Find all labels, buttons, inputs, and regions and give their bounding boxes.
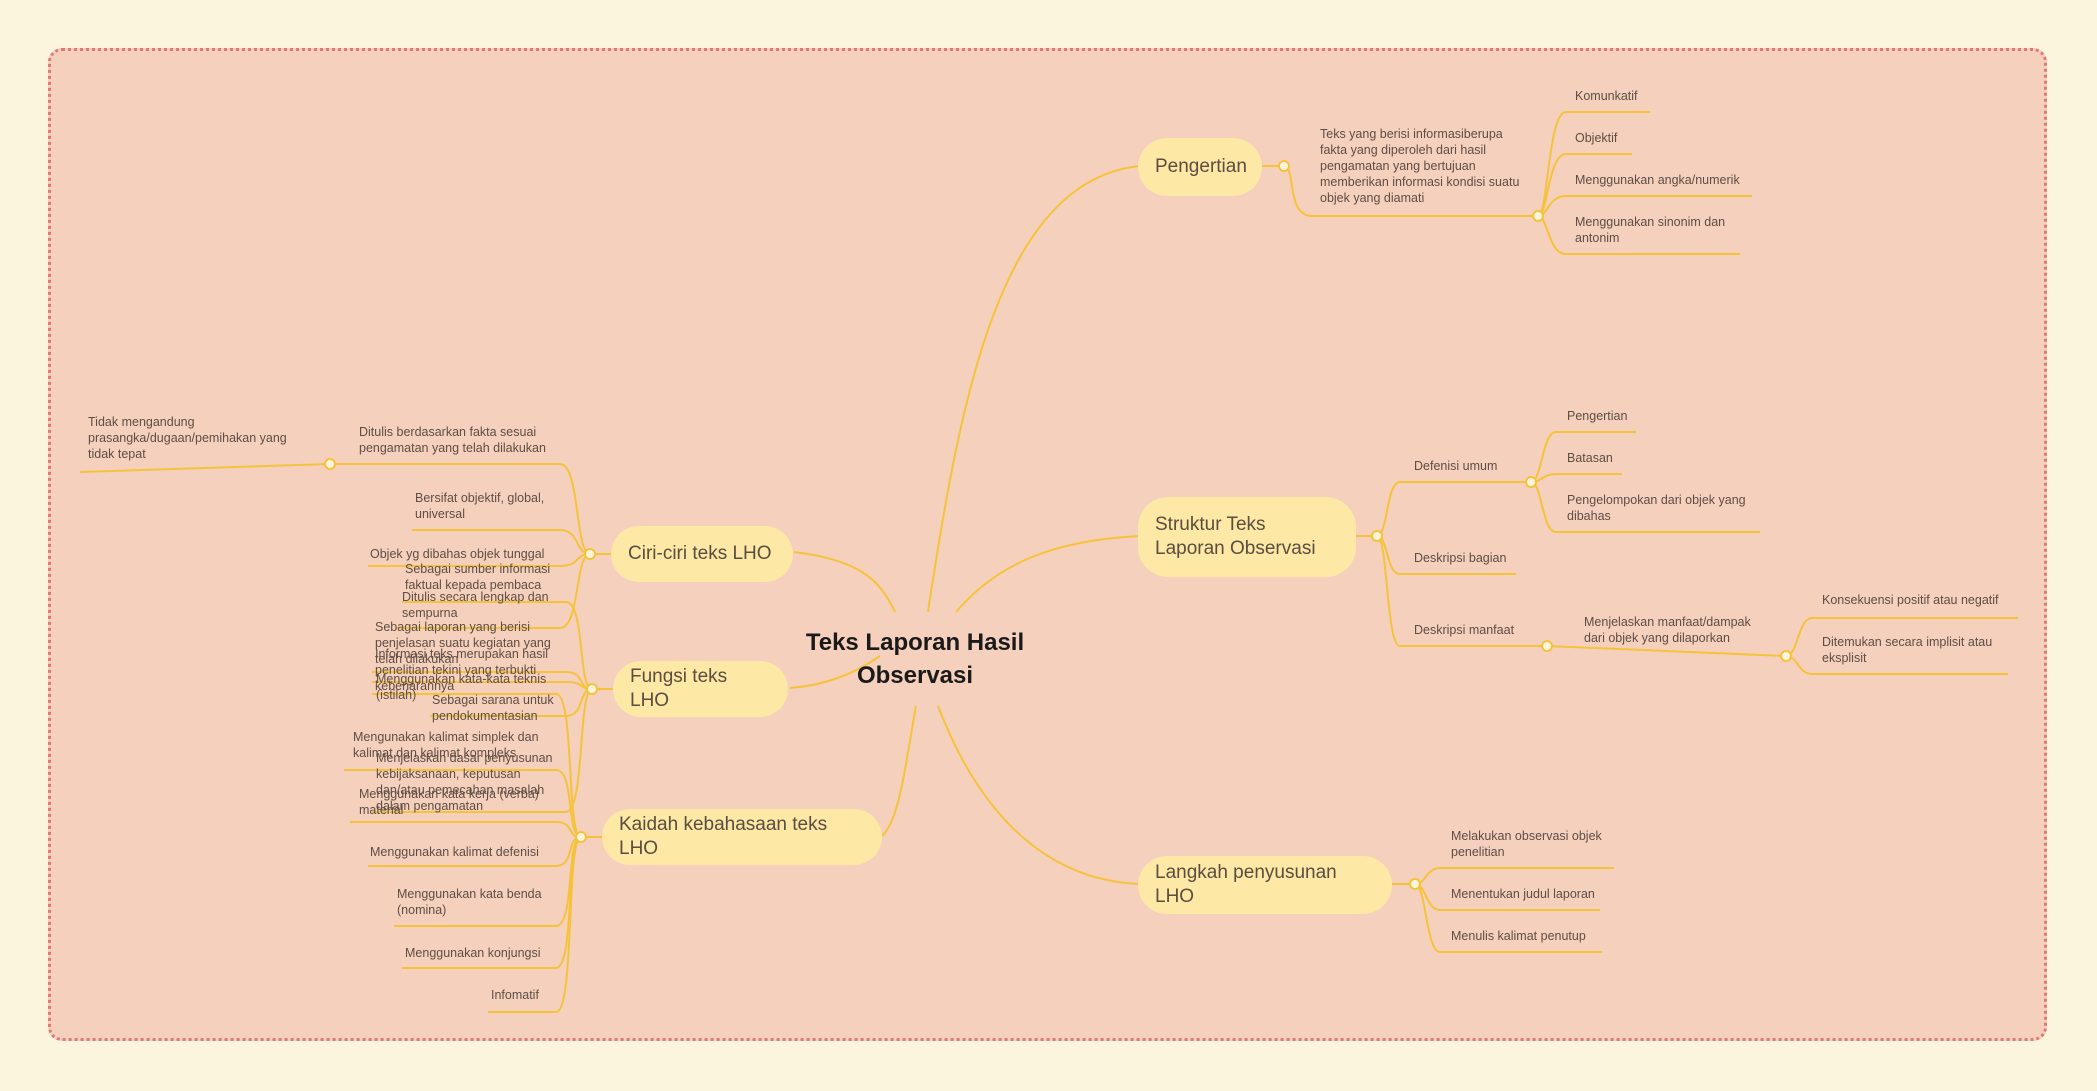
kaidah-item[interactable]: Menggunakan kata-kata teknis (istilah) (376, 672, 547, 702)
topic-kaidah[interactable]: Kaidah kebahasaan teks LHO (602, 809, 882, 865)
manfaat-child[interactable]: Menjelaskan manfaat/dampak dari objek ya… (1584, 615, 1751, 645)
langkah-item[interactable]: Menulis kalimat penutup (1451, 929, 1586, 943)
fungsi-item[interactable]: Sebagai sumber informasi faktual kepada … (405, 562, 551, 592)
manfaat-item[interactable]: Konsekuensi positif atau negatif (1822, 593, 1999, 607)
fungsi-item[interactable]: Sebagai laporan yang berisi penjelasan s… (375, 620, 551, 666)
manfaat-item[interactable]: Ditemukan secara implisit atau eksplisit (1822, 635, 1993, 665)
ciri-item[interactable]: Objek yg dibahas objek tunggal (370, 547, 545, 561)
fungsi-item[interactable]: Menjelaskan dasar penyusunan kebijaksana… (376, 751, 553, 813)
defenisi-item[interactable]: Pengertian (1567, 409, 1628, 423)
topic-ciri-ciri[interactable]: Ciri-ciri teks LHO (611, 526, 793, 582)
ciri-item[interactable]: Ditulis berdasarkan fakta sesuai pengama… (359, 425, 546, 455)
topic-pengertian-label: Pengertian (1155, 156, 1247, 177)
topic-struktur-label: Struktur Teks Laporan Observasi (1155, 514, 1316, 559)
topic-fungsi-label: Fungsi teks LHO (630, 666, 728, 711)
struktur-deskripsi-bagian[interactable]: Deskripsi bagian (1414, 551, 1507, 565)
topic-struktur[interactable]: Struktur Teks Laporan Observasi (1138, 497, 1356, 577)
kaidah-item[interactable]: Infomatif (491, 988, 539, 1002)
kaidah-item[interactable]: Menggunakan kata kerja (verba) material (359, 787, 539, 817)
defenisi-item[interactable]: Batasan (1567, 451, 1613, 465)
defenisi-item[interactable]: Pengelompokan dari objek yang dibahas (1567, 493, 1746, 523)
trait-item[interactable]: Menggunakan angka/numerik (1575, 173, 1740, 187)
trait-item[interactable]: Komunkatif (1575, 89, 1638, 103)
struktur-deskripsi-manfaat[interactable]: Deskripsi manfaat (1414, 623, 1515, 637)
topic-langkah[interactable]: Langkah penyusunan LHO (1138, 856, 1392, 914)
topic-ciri-ciri-label: Ciri-ciri teks LHO (628, 543, 772, 564)
pengertian-definition[interactable]: Teks yang berisi informasiberupa fakta y… (1320, 127, 1520, 205)
kaidah-item[interactable]: Menggunakan konjungsi (405, 946, 541, 960)
topic-kaidah-label: Kaidah kebahasaan teks LHO (619, 814, 828, 859)
mindmap-canvas (48, 48, 2047, 1041)
kaidah-item[interactable]: Mengunakan kalimat simplek dan kalimat d… (353, 730, 539, 760)
ciri-item[interactable]: Ditulis secara lengkap dan sempurna (402, 590, 549, 620)
topic-langkah-label: Langkah penyusunan LHO (1155, 862, 1337, 907)
ciri-sub-item[interactable]: Tidak mengandung prasangka/dugaan/pemiha… (88, 415, 287, 461)
struktur-defenisi-umum[interactable]: Defenisi umum (1414, 459, 1498, 473)
kaidah-item[interactable]: Menggunakan kalimat defenisi (370, 845, 539, 859)
fungsi-item[interactable]: Informasi teks merupakan hasil penelitia… (375, 647, 548, 693)
topic-pengertian[interactable]: Pengertian (1138, 138, 1262, 196)
ciri-item[interactable]: Bersifat objektif, global, universal (415, 491, 545, 521)
langkah-item[interactable]: Melakukan observasi objek penelitian (1451, 829, 1602, 859)
trait-item[interactable]: Objektif (1575, 131, 1618, 145)
trait-item[interactable]: Menggunakan sinonim dan antonim (1575, 215, 1726, 245)
langkah-item[interactable]: Menentukan judul laporan (1451, 887, 1595, 901)
kaidah-item[interactable]: Menggunakan kata benda (nomina) (397, 887, 542, 917)
topic-fungsi[interactable]: Fungsi teks LHO (613, 661, 788, 717)
root-topic[interactable]: Teks Laporan Hasil Observasi (805, 629, 1025, 689)
fungsi-item[interactable]: Sebagai sarana untuk pendokumentasian (432, 693, 554, 723)
